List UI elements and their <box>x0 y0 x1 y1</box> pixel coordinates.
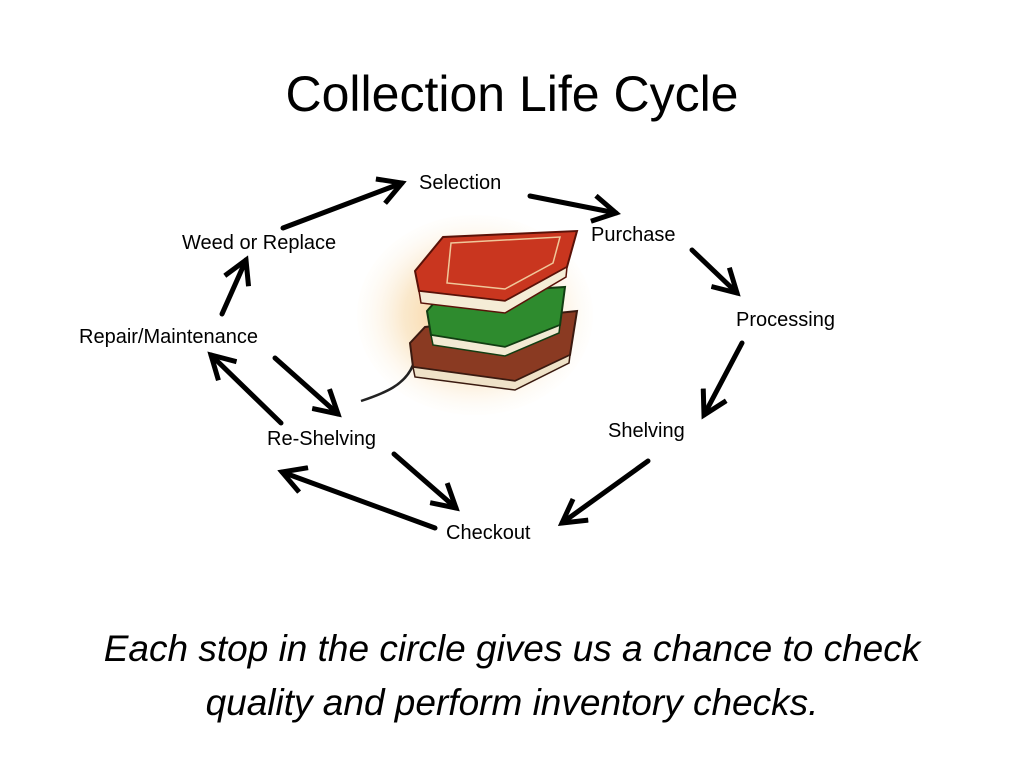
stage-shelving: Shelving <box>608 420 685 442</box>
arrow-reshelving-to-repair <box>211 355 284 426</box>
arrow-repair-to-weed <box>219 260 246 317</box>
caption: Each stop in the circle gives us a chanc… <box>0 622 1024 730</box>
arrow-weed-to-selection <box>280 183 402 231</box>
stage-repair-maintenance: Repair/Maintenance <box>79 326 258 348</box>
arrow-processing-to-shelving <box>704 340 745 415</box>
arrow-purchase-to-processing <box>689 247 737 293</box>
stack-of-books-icon <box>357 215 593 415</box>
stage-reshelving: Re-Shelving <box>267 428 376 450</box>
arrow-shelving-to-checkout <box>562 458 651 523</box>
arrow-selection-to-purchase <box>527 193 616 213</box>
stage-processing: Processing <box>736 309 835 331</box>
stage-checkout: Checkout <box>446 522 531 544</box>
stage-purchase: Purchase <box>591 224 676 246</box>
arrow-checkout-to-reshelving <box>282 472 438 531</box>
arrow-repair-to-reshelving <box>272 355 338 414</box>
stage-selection: Selection <box>419 172 502 194</box>
slide-title: Collection Life Cycle <box>285 66 739 122</box>
caption-line-2: quality and perform inventory checks. <box>205 682 819 723</box>
caption-line-1: Each stop in the circle gives us a chanc… <box>103 628 921 669</box>
arrow-reshelving-to-checkout <box>391 451 456 508</box>
stage-weed-or-replace: Weed or Replace <box>182 232 337 254</box>
